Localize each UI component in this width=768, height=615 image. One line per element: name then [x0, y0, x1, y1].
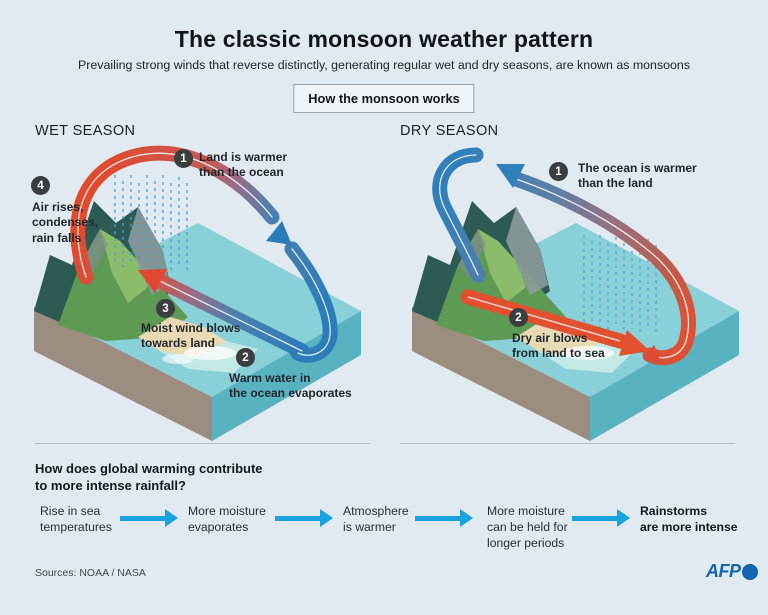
- page-subtitle: Prevailing strong winds that reverse dis…: [77, 58, 691, 72]
- arrow-head: [460, 509, 473, 527]
- flow-step-more-moisture-held: More moisture can be held for longer per…: [487, 504, 568, 550]
- flow-step-rainstorms-more-intense: Rainstorms are more intense: [640, 504, 738, 534]
- flow-arrow-icon: [572, 509, 630, 527]
- rain-over-ocean: [583, 235, 657, 333]
- arrow-shaft: [120, 515, 166, 521]
- wet-step3-badge: 3: [156, 299, 175, 318]
- wet-step2-badge: 2: [236, 348, 255, 367]
- how-monsoon-works-button[interactable]: How the monsoon works: [293, 84, 475, 113]
- moist-wind-arrowhead: [138, 269, 167, 293]
- rain-over-land: [114, 175, 188, 271]
- dry-season-illustration: [412, 147, 739, 441]
- wet-step3-label: Moist wind blows towards land: [141, 321, 241, 351]
- afp-globe-icon: [741, 563, 758, 580]
- dry-wind-arrow: [460, 289, 650, 356]
- arrow-head: [617, 509, 630, 527]
- wet-season-heading: WET SEASON: [35, 123, 136, 139]
- divider-line-right: [400, 443, 735, 444]
- dry-step2-badge: 2: [509, 308, 528, 327]
- wet-step1-badge: 1: [174, 149, 193, 168]
- descending-air-arrowhead: [643, 345, 661, 361]
- dry-circulation-loop: [432, 147, 696, 366]
- page-title: The classic monsoon weather pattern: [174, 26, 594, 52]
- wet-step2-label: Warm water in the ocean evaporates: [229, 371, 352, 401]
- divider-line-left: [35, 443, 370, 444]
- dry-step2-label: Dry air blows from land to sea: [512, 331, 605, 361]
- flow-step-more-moisture-evaporates: More moisture evaporates: [188, 504, 266, 534]
- dry-step1-label: The ocean is warmer than the land: [578, 161, 697, 191]
- flow-step-atmosphere-warmer: Atmosphere is warmer: [343, 504, 409, 534]
- wet-season-diagram: 1 Land is warmer than the ocean 2 Warm w…: [20, 145, 370, 475]
- wet-step4-label: Air rises, condenses, rain falls: [32, 200, 99, 245]
- dry-season-diagram: 1 The ocean is warmer than the land 2 Dr…: [398, 145, 748, 475]
- wet-circulation-loop: [70, 145, 338, 363]
- afp-logo-text: AFP: [706, 561, 741, 581]
- wet-step1-label: Land is warmer than the ocean: [199, 150, 288, 180]
- flow-arrow-icon: [415, 509, 473, 527]
- dry-step1-badge: 1: [549, 162, 568, 181]
- flow-arrow-icon: [120, 509, 178, 527]
- flow-step-rise-in-sea-temperatures: Rise in sea temperatures: [40, 504, 112, 534]
- dry-season-heading: DRY SEASON: [400, 123, 499, 139]
- island: [34, 201, 258, 373]
- cool-wind-arrowhead: [266, 221, 292, 245]
- afp-logo: AFP: [706, 561, 758, 582]
- sources-credit: Sources: NOAA / NASA: [35, 567, 146, 579]
- arrow-shaft: [572, 515, 618, 521]
- arrow-head: [165, 509, 178, 527]
- global-warming-question: How does global warming contribute to mo…: [35, 461, 263, 493]
- arrow-head: [320, 509, 333, 527]
- cool-wind-arrowhead: [496, 164, 525, 188]
- wet-season-illustration: [34, 145, 361, 441]
- flow-arrow-icon: [275, 509, 333, 527]
- arrow-shaft: [275, 515, 321, 521]
- wet-step4-badge: 4: [31, 176, 50, 195]
- arrow-shaft: [415, 515, 461, 521]
